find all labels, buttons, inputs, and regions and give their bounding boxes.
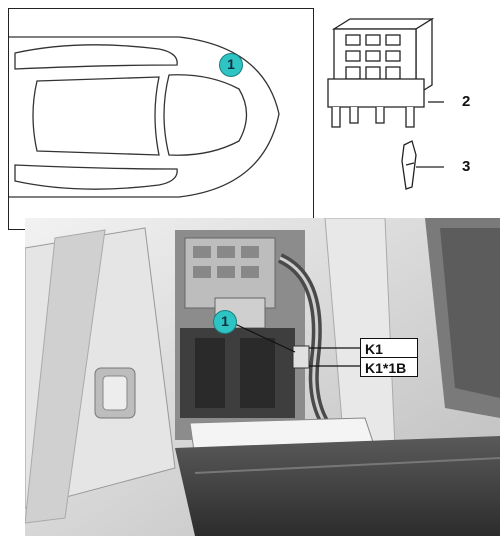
installation-photo <box>25 218 500 536</box>
vehicle-outline <box>9 36 280 198</box>
location-marker-1: 1 <box>219 53 243 77</box>
relay-callout-k1-1b: K1*1B <box>360 357 418 377</box>
vehicle-locator-panel: 1 <box>8 8 314 230</box>
relay-part-label: 2 <box>462 93 471 110</box>
relay-drawing <box>327 17 444 190</box>
relay-callout-k1: K1 <box>360 338 418 358</box>
location-marker-1-photo: 1 <box>213 310 237 334</box>
terminal-part-label: 3 <box>462 158 471 175</box>
